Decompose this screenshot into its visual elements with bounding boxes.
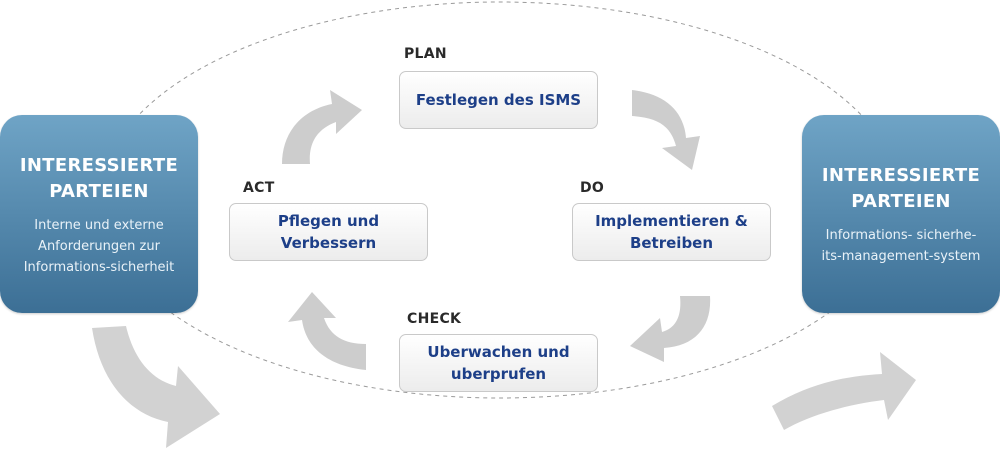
cycle-arrow-check-to-act-icon: [288, 292, 366, 370]
step-act-text-line2: Verbessern: [280, 234, 377, 252]
right-party-title-line1: INTERESSIERTE: [821, 165, 981, 186]
right-party-title-line2: PARTEIEN: [851, 191, 951, 212]
left-party-description: Interne und externe Anforderungen zur In…: [0, 215, 198, 278]
phase-label-act: ACT: [243, 180, 275, 196]
step-plan-text: Festlegen des ISMS: [415, 91, 582, 109]
input-flow-arrow-icon: [92, 326, 220, 448]
phase-label-do: DO: [580, 180, 605, 196]
output-flow-arrow-icon: [772, 352, 916, 430]
left-party-desc-line3: Informations-sicherheit: [23, 260, 175, 275]
left-party-title-line2: PARTEIEN: [49, 181, 149, 202]
phase-label-check: CHECK: [407, 311, 462, 327]
cycle-arrow-do-to-check-icon: [630, 296, 711, 362]
step-box-act: Pflegen und Verbessern: [229, 203, 428, 261]
step-act-text-line1: Pflegen und: [277, 212, 380, 230]
step-do-text-line1: Implementieren &: [595, 212, 748, 230]
interested-parties-right: INTERESSIERTE PARTEIEN Informations- sic…: [802, 115, 1000, 313]
cycle-arrow-act-to-plan-icon: [282, 90, 362, 164]
step-box-plan: Festlegen des ISMS: [399, 71, 598, 129]
step-box-check: Uberwachen und uberprufen: [399, 334, 598, 392]
step-box-do: Implementieren & Betreiben: [572, 203, 771, 261]
interested-parties-left: INTERESSIERTE PARTEIEN Interne und exter…: [0, 115, 198, 313]
right-party-description: Informations- sicherhe- its-management-s…: [802, 225, 1000, 267]
step-do-text-line2: Betreiben: [629, 234, 714, 252]
left-party-desc-line1: Interne und externe: [34, 218, 164, 233]
step-check-text-line2: uberprufen: [450, 365, 547, 383]
right-party-desc-line1: Informations- sicherhe-: [825, 228, 977, 243]
right-party-desc-line2: its-management-system: [821, 249, 981, 264]
phase-label-plan: PLAN: [404, 46, 447, 62]
step-check-text-line1: Uberwachen und: [427, 343, 570, 361]
left-party-title-line1: INTERESSIERTE: [19, 155, 179, 176]
cycle-arrow-plan-to-do-icon: [632, 90, 700, 170]
left-party-desc-line2: Anforderungen zur: [38, 239, 160, 254]
